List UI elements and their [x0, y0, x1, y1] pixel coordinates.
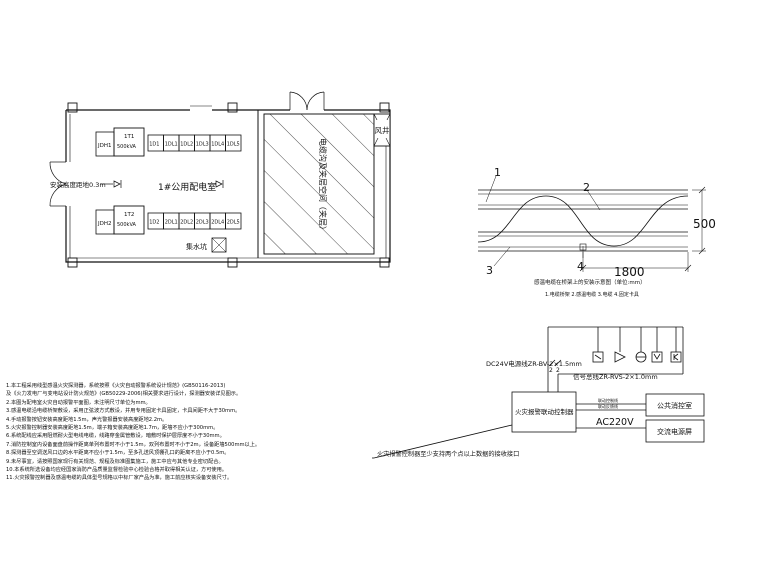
panel-label: 1DL1 — [165, 142, 178, 148]
panel-label: 2DL3 — [196, 220, 209, 226]
panel-label: 1DL4 — [211, 142, 224, 148]
callout-1: 1 — [494, 166, 501, 179]
floor-plan — [49, 91, 391, 268]
device-symbols — [592, 351, 682, 363]
cabinet-label: JDH1 — [97, 143, 112, 149]
sensing-cable-wave — [477, 195, 689, 247]
controller-box[interactable] — [511, 391, 577, 433]
callout-2: 2 — [583, 181, 590, 194]
door-top — [289, 91, 325, 111]
room-label: 1#公用配电室 — [158, 181, 216, 193]
note-line: 3.感温电缆沿电缆桥架敷设，采用正弦波方式敷设，并用专用固定卡具固定，卡具间距不… — [6, 408, 241, 415]
detector-symbol — [100, 180, 224, 188]
note-line: 及《火力发电厂与变电站设计防火规范》(GB50229-2006)相关要求进行设计… — [6, 391, 242, 398]
detail-caption: 感温电缆在桥架上的安装示意图（单位:mm） — [534, 278, 646, 286]
note-line: 7.消防控制室内设备面盘前操作距离单列布置时不小于1.5m，双列布置时不小于2m… — [6, 441, 261, 448]
panel-label: 1D1 — [149, 142, 159, 148]
sounder-icon — [614, 351, 626, 363]
transformer-name: 1T1 — [124, 134, 134, 140]
design-notes: 1.本工程采用线型感温火灾探测器，系统按照《火灾自动报警系统设计规范》(GB50… — [6, 382, 356, 483]
ctrl-line-label-1: 联动控制线 — [598, 397, 618, 403]
wiring-diagram — [372, 326, 705, 459]
power-box-label: 交流电源屏 — [657, 427, 692, 436]
pitch-dimension: 1800 — [614, 265, 645, 279]
transformer-rating: 500kVA — [117, 144, 137, 150]
transformer — [113, 205, 145, 235]
detector-note: 安装高度距地0.3m — [50, 180, 106, 189]
connect-note: 火灾报警控制器至少支持两个点以上数据的接收接口 — [377, 450, 519, 458]
panel-label: 2DL1 — [165, 220, 178, 226]
panel-label: 2DL2 — [180, 220, 193, 226]
cable-mark-1: 2 — [549, 367, 553, 374]
note-line: 11.火灾报警控制器及感温电缆的具体型号规格以中标厂家产品为准，施工前应核实设备… — [6, 475, 233, 482]
detail-subcaption: 1.电缆桥架 2.感温电缆 3.电缆 4.固定卡具 — [545, 291, 639, 298]
cable-mark-2: 2 — [556, 367, 560, 374]
panel-label: 2DL5 — [227, 220, 240, 226]
fan-shaft: 风井 — [373, 113, 391, 147]
switchgear-panel — [225, 134, 242, 152]
cable1-label: DC24V电源线ZR-BV-2×1.5mm — [486, 359, 582, 368]
hydrant-button-icon — [670, 351, 682, 363]
note-line: 1.本工程采用线型感温火灾探测器，系统按照《火灾自动报警系统设计规范》(GB50… — [6, 383, 226, 389]
ctrl-line-label-2: 联动反馈线 — [598, 403, 618, 409]
transformer — [113, 127, 145, 157]
transformer-name: 1T2 — [124, 212, 134, 218]
cabinet-label: JDH2 — [97, 221, 112, 227]
note-line: 10.本系统所选设备均应经国家消防产品质量监督检验中心检验合格并取得相关认证，方… — [6, 467, 227, 474]
note-line: 6.系统配线应采用阻燃耐火型电线电缆，线路穿金属管敷设，暗敷时保护层厚度不小于3… — [6, 433, 225, 440]
fan-label: 风井 — [375, 125, 390, 135]
door-left — [49, 161, 67, 207]
note-line: 8.探测器至空调送风口边的水平距离不应小于1.5m，至多孔送风顶棚孔口的距离不应… — [6, 450, 230, 457]
system-box-label: 公共消控室 — [657, 401, 692, 410]
width-dimension: 500 — [693, 217, 716, 231]
panel-label: 2DL4 — [211, 220, 224, 226]
panel-label: 1DL3 — [196, 142, 209, 148]
note-line: 2.本图为配电室火灾自动报警平面图，未注明尺寸单位为mm。 — [6, 399, 151, 406]
cable-tray-detail — [477, 175, 706, 272]
power-box[interactable] — [645, 419, 705, 443]
column-marker — [67, 102, 78, 113]
callout-3: 3 — [486, 264, 493, 277]
panel-label: 1DL5 — [227, 142, 240, 148]
system-box[interactable] — [645, 393, 705, 417]
note-line: 9.未尽事宜，请按照国家现行有关规范、规程及标准图集施工，施工中应与其他专业密切… — [6, 458, 224, 465]
power-label: AC220V — [596, 417, 634, 428]
hatch-label: 电缆沟及夹层空间（夹层） — [318, 138, 328, 234]
switchgear-panel — [225, 212, 242, 230]
sump-label: 集水坑 — [186, 242, 207, 251]
manual-call-point-icon — [651, 351, 663, 363]
note-line: 5.火灾报警控制器安装高度距地1.5m，端子箱安装高度距地1.7m，距墙不应小于… — [6, 425, 219, 432]
transformer-rating: 500kVA — [117, 222, 137, 228]
controller-label: 火灾报警联动控制器 — [515, 407, 574, 416]
note-line: 4.手动报警按钮安装高度距地1.5m，声光警报器安装高度距地2.2m。 — [6, 416, 168, 423]
panel-label: 1DL2 — [180, 142, 193, 148]
plan-walls — [65, 109, 391, 263]
cable2-label: 信号总线ZR-RVS-2×1.0mm — [573, 372, 658, 381]
panel-label: 1D2 — [149, 220, 159, 226]
sump: 集水坑 — [186, 237, 227, 253]
callout-4: 4 — [577, 260, 584, 273]
